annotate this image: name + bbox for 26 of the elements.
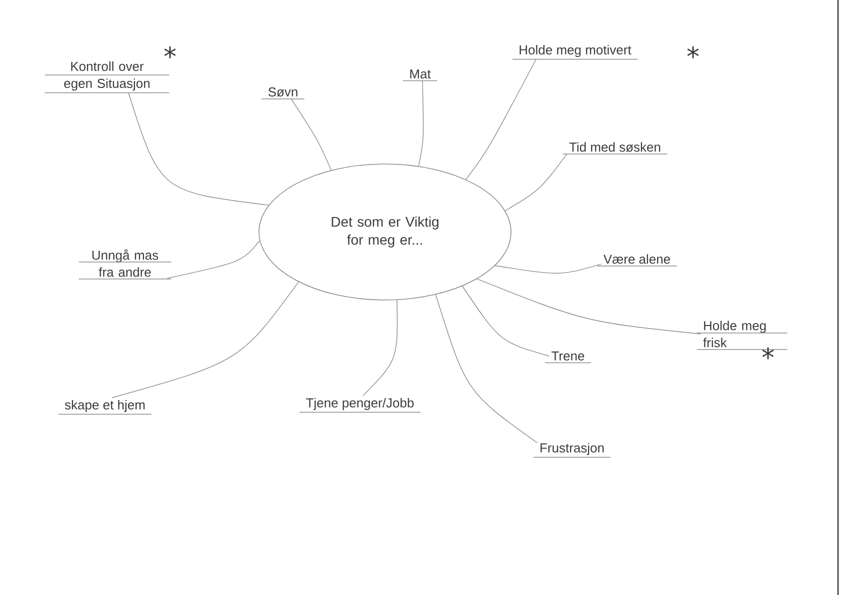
branch-line	[418, 80, 424, 166]
underlined-label: Søvn	[261, 87, 305, 100]
underlined-label: skape et hjem	[58, 400, 152, 415]
branch-line	[466, 58, 536, 180]
branch-line	[166, 240, 260, 279]
asterisk: *	[762, 347, 774, 360]
underlined-label: Holde meg motivert	[512, 44, 638, 60]
underlined-label: Kontroll over egen Situasjon	[44, 61, 170, 94]
underlined-label: Tid med søsken	[562, 142, 668, 154]
underlined-label: Tjene penger/Jobb	[299, 398, 421, 413]
underlined-label: Frustrasjon	[532, 442, 612, 458]
branch-line	[362, 300, 398, 396]
branch-line	[504, 154, 568, 212]
underlined-label: Mat	[402, 69, 438, 82]
branch-line	[462, 286, 550, 356]
branch-line	[494, 264, 602, 274]
underlined-label: Være alene	[596, 254, 678, 266]
branch-line	[476, 278, 702, 334]
asterisk: *	[687, 46, 699, 58]
asterisk: *	[164, 46, 176, 58]
branch-line	[128, 92, 270, 206]
underlined-label: Trene	[544, 351, 592, 364]
branch-line	[435, 294, 538, 444]
branch-line	[290, 98, 332, 170]
branch-line	[112, 282, 299, 398]
underlined-label: Unngå mas fra andre	[78, 249, 172, 280]
